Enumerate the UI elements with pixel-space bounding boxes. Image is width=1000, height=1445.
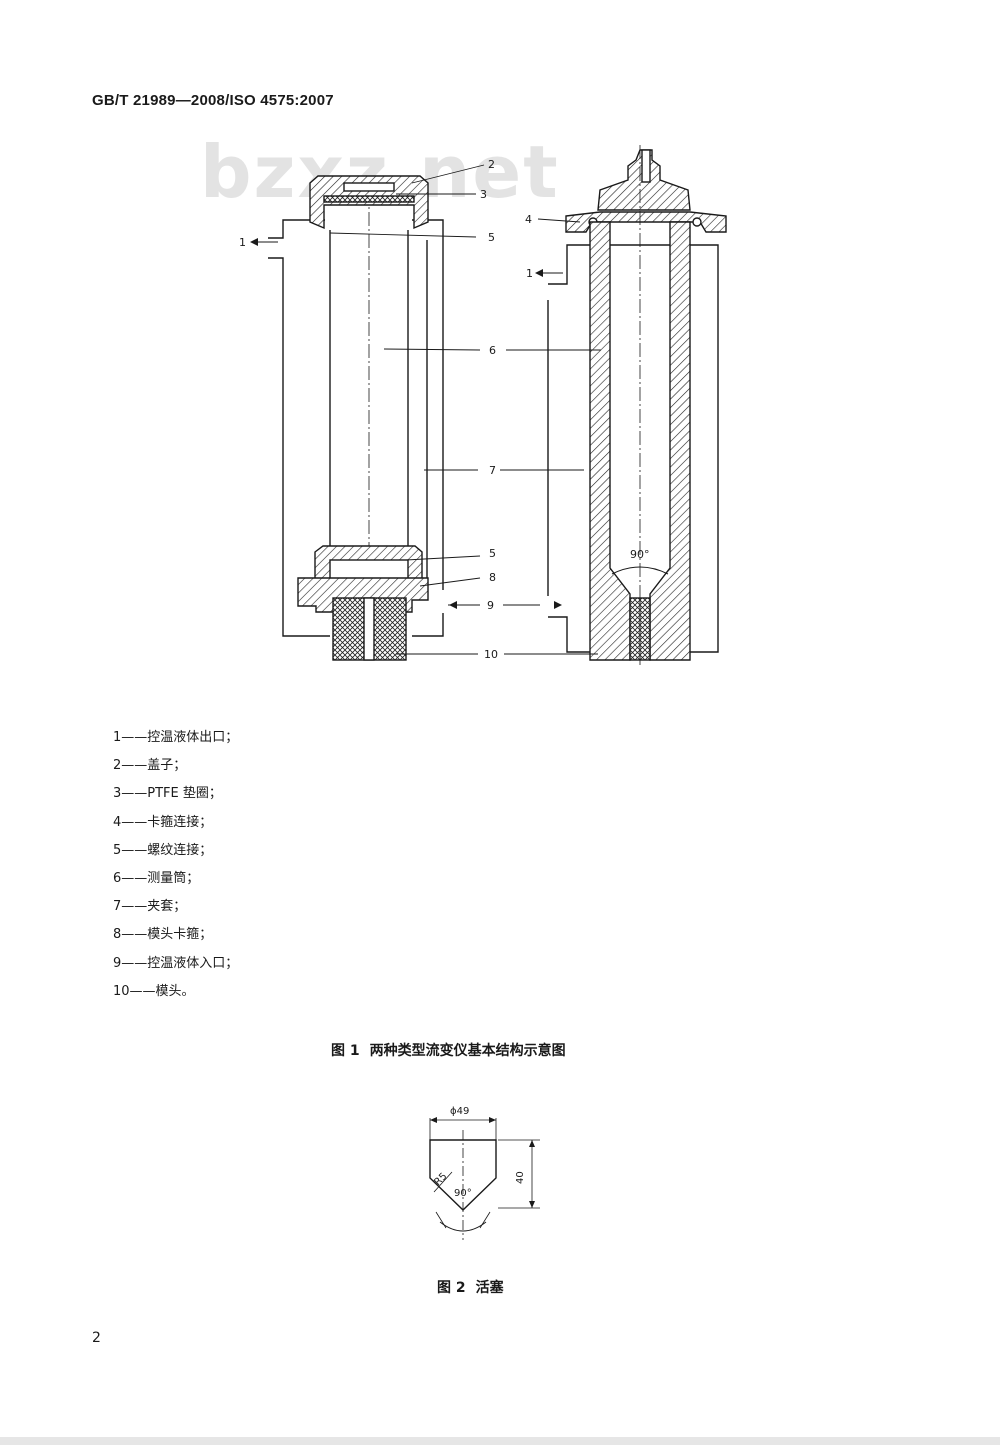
figure2-caption-text: 活塞 — [475, 1280, 504, 1296]
callout-2: 2 — [488, 158, 495, 171]
legend-item: 10——模头。 — [113, 983, 195, 999]
bottom-edge — [0, 1437, 1000, 1445]
callout-5-top: 5 — [488, 231, 495, 244]
callout-4: 4 — [525, 213, 532, 226]
left-rheometer — [268, 175, 444, 661]
figure1-legend: 1——控温液体出口； 2——盖子； 3——PTFE 垫圈； 4——卡箍连接； 5… — [113, 724, 238, 1006]
legend-item: 8——模头卡箍； — [113, 927, 213, 943]
figure1-caption-number: 图 1 — [331, 1043, 360, 1059]
standard-header: GB/T 21989—2008/ISO 4575:2007 — [92, 92, 334, 109]
legend-item: 1——控温液体出口； — [113, 730, 239, 745]
dim-diameter: ϕ49 — [450, 1106, 469, 1117]
callout-8: 8 — [489, 571, 496, 584]
callout-10: 10 — [484, 648, 498, 661]
callout-5-bottom: 5 — [489, 547, 496, 560]
figure1-caption-text: 两种类型流变仪基本结构示意图 — [369, 1043, 566, 1059]
callout-6: 6 — [489, 344, 496, 357]
legend-item: 9——控温液体入口； — [113, 955, 239, 971]
dim-height: 40 — [515, 1171, 526, 1184]
legend-item: 6——测量筒； — [113, 871, 200, 887]
callout-9: 9 — [487, 599, 494, 612]
figure2-piston — [429, 1117, 540, 1240]
callout-7: 7 — [489, 464, 496, 477]
angle-label: 90° — [630, 548, 650, 561]
callout-1-left: 1 — [239, 236, 246, 249]
legend-item: 5——螺纹连接； — [113, 842, 213, 858]
figure2-caption-number: 图 2 — [437, 1280, 466, 1296]
legend-item: 2——盖子； — [113, 758, 187, 774]
dim-angle: 90° — [454, 1188, 472, 1199]
legend-item: 3——PTFE 垫圈； — [113, 786, 222, 802]
page-number: 2 — [92, 1330, 101, 1346]
legend-item: 4——卡箍连接； — [113, 814, 213, 830]
legend-item: 7——夹套； — [113, 899, 187, 915]
right-rheometer — [547, 145, 727, 665]
callout-labels: 1 2 3 5 6 7 5 8 9 10 4 1 90° — [239, 158, 650, 661]
dim-radius: R5 — [432, 1171, 449, 1188]
callout-1-right: 1 — [526, 267, 533, 280]
figure1-caption: 图 1 两种类型流变仪基本结构示意图 — [331, 1040, 566, 1060]
leader-lines — [250, 164, 601, 655]
callout-3: 3 — [480, 188, 487, 201]
figure2-caption: 图 2 活塞 — [437, 1277, 504, 1297]
